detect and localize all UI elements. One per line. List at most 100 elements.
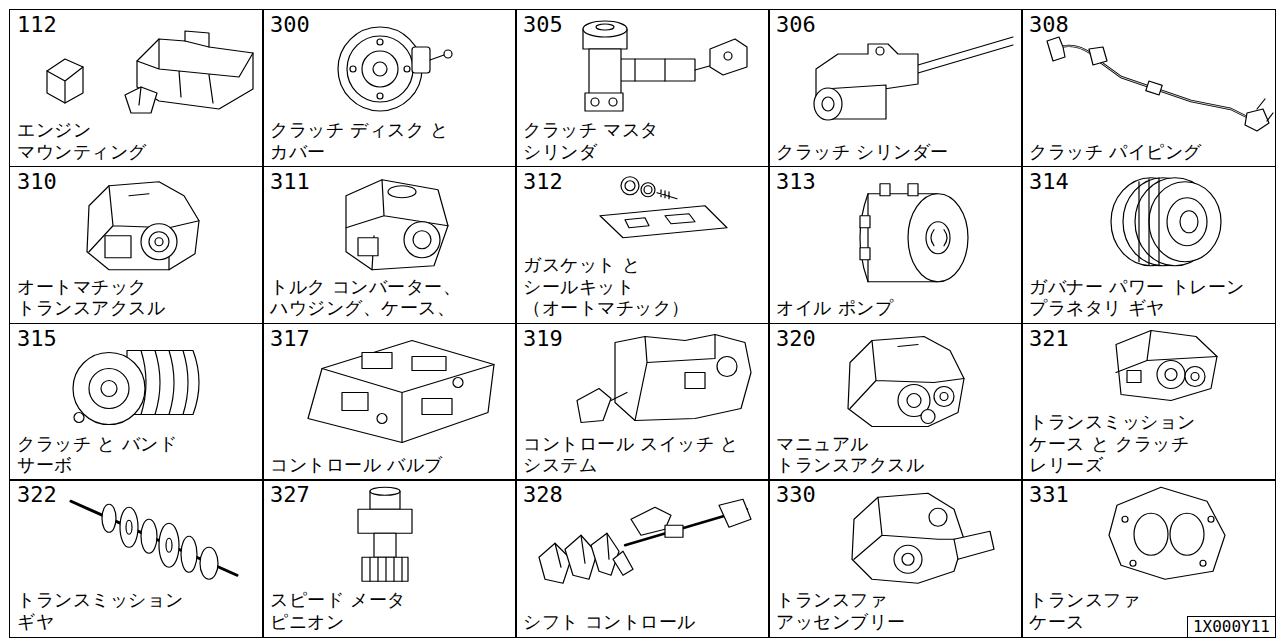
engine-mount-drawing <box>139 87 141 105</box>
parts-category-cell: 321 トランスミッション ケース と クラッチ レリーズ <box>1021 323 1276 481</box>
parts-category-cell: 313オイル ポンプ <box>768 166 1023 324</box>
clutch-disc-drawing <box>338 27 452 111</box>
callout-number: 306 <box>776 12 816 38</box>
parts-category-cell: 306 クラッチ シリンダー <box>768 9 1023 167</box>
gasket-kit-drawing <box>621 177 639 195</box>
parts-category-cell: 319コントロール スイッチ と システム <box>515 323 770 481</box>
transmission-case-drawing <box>1157 361 1185 389</box>
transmission-gears-drawing <box>159 523 179 567</box>
clutch-piping-drawing <box>1053 46 1255 121</box>
callout-number: 310 <box>17 169 57 195</box>
master-cylinder-drawing <box>583 21 747 111</box>
clutch-disc-drawing <box>373 62 387 76</box>
control-valve-drawing <box>377 414 387 424</box>
manual-transaxle-drawing <box>940 393 948 401</box>
clutch-cylinder-drawing <box>918 37 1013 73</box>
master-cylinder-drawing <box>585 93 623 111</box>
control-valve-drawing <box>362 353 392 369</box>
manual-transaxle-drawing <box>848 337 964 427</box>
transmission-case-drawing <box>1165 369 1177 381</box>
oil-pump-drawing <box>926 222 950 254</box>
control-valve-drawing <box>412 357 446 371</box>
governor-planetary-drawing <box>1149 182 1221 262</box>
part-group-name: ガバナー パワー トレーン プラネタリ ギヤ <box>1029 276 1260 319</box>
torque-converter-housing-drawing <box>346 180 448 270</box>
clutch-disc-drawing <box>430 55 444 60</box>
clutch-band-servo-drawing <box>141 351 188 415</box>
governor-planetary-drawing <box>1111 178 1221 266</box>
callout-number: 314 <box>1029 169 1069 195</box>
callout-number: 320 <box>776 326 816 352</box>
transfer-case-drawing <box>1109 487 1225 579</box>
torque-converter-housing-drawing <box>346 180 448 270</box>
oil-pump-drawing <box>908 194 968 282</box>
clutch-disc-drawing <box>350 66 356 72</box>
torque-converter-housing-drawing <box>346 180 448 270</box>
part-group-name: トランスミッション ケース と クラッチ レリーズ <box>1029 411 1205 476</box>
clutch-cylinder-drawing <box>814 88 842 120</box>
shift-control-drawing <box>539 499 751 583</box>
control-valve-drawing <box>322 365 494 443</box>
gasket-kit-drawing <box>657 190 677 199</box>
part-group-name: クラッチ マスタ シリンダ <box>523 119 671 162</box>
clutch-piping-drawing <box>1245 109 1269 131</box>
speedometer-pinion-drawing <box>358 509 412 533</box>
transmission-gears-drawing <box>166 538 172 552</box>
clutch-piping-drawing <box>1047 37 1273 131</box>
callout-number: 327 <box>270 482 310 508</box>
transfer-assembly-drawing <box>929 508 947 526</box>
transmission-gears-drawing <box>102 504 116 532</box>
transfer-assembly-drawing <box>852 493 964 583</box>
control-valve-drawing <box>453 378 463 388</box>
automatic-transaxle-drawing <box>149 232 169 252</box>
governor-planetary-drawing <box>1167 198 1207 246</box>
callout-number: 308 <box>1029 12 1069 38</box>
transfer-case-drawing <box>1130 560 1136 566</box>
callout-number: 322 <box>17 482 57 508</box>
callout-number: 321 <box>1029 326 1069 352</box>
callout-number: 112 <box>17 12 57 38</box>
gasket-kit-drawing <box>644 186 652 194</box>
oil-pump-drawing <box>931 230 947 246</box>
transfer-assembly-drawing <box>894 545 922 573</box>
transfer-case-drawing <box>1109 487 1225 579</box>
automatic-transaxle-drawing <box>155 238 163 246</box>
callout-number: 313 <box>776 169 816 195</box>
oil-pump-drawing <box>860 194 868 282</box>
master-cylinder-drawing <box>596 24 614 30</box>
clutch-piping-drawing <box>1047 37 1065 61</box>
control-switch-drawing <box>611 393 627 401</box>
clutch-disc-drawing <box>412 47 430 73</box>
automatic-transaxle-drawing <box>87 182 199 270</box>
master-cylinder-drawing <box>710 39 747 75</box>
transfer-case-drawing <box>1170 513 1204 555</box>
transmission-gears-drawing <box>126 520 132 534</box>
callout-number: 328 <box>523 482 563 508</box>
master-cylinder-drawing <box>583 21 627 37</box>
part-group-name: トランスファ ケース <box>1029 589 1168 632</box>
shift-control-drawing <box>555 533 609 567</box>
part-group-name: コントロール バルブ <box>270 454 443 476</box>
clutch-band-servo-drawing <box>101 381 117 397</box>
part-group-name: トルク コンバーター、 ハウジング、ケース、 <box>270 276 483 319</box>
callout-number: 312 <box>523 169 563 195</box>
master-cylinder-drawing <box>724 52 732 60</box>
transmission-case-drawing <box>1191 373 1199 381</box>
gasket-kit-drawing <box>625 214 695 228</box>
oil-pump-drawing <box>860 184 968 282</box>
master-cylinder-drawing <box>609 98 617 106</box>
clutch-piping-drawing <box>1053 46 1255 121</box>
transmission-case-drawing <box>1185 367 1205 387</box>
parts-category-cell: 308クラッチ パイピング <box>1021 9 1276 167</box>
transmission-case-drawing <box>1116 331 1217 401</box>
shift-control-drawing <box>665 525 683 537</box>
callout-number: 305 <box>523 12 563 38</box>
callout-number: 319 <box>523 326 563 352</box>
clutch-cylinder-drawing <box>876 47 884 55</box>
clutch-piping-drawing <box>1257 99 1273 121</box>
part-group-name: クラッチ シリンダー <box>776 141 949 163</box>
clutch-disc-drawing <box>377 39 383 45</box>
engine-mount-drawing <box>47 59 83 103</box>
